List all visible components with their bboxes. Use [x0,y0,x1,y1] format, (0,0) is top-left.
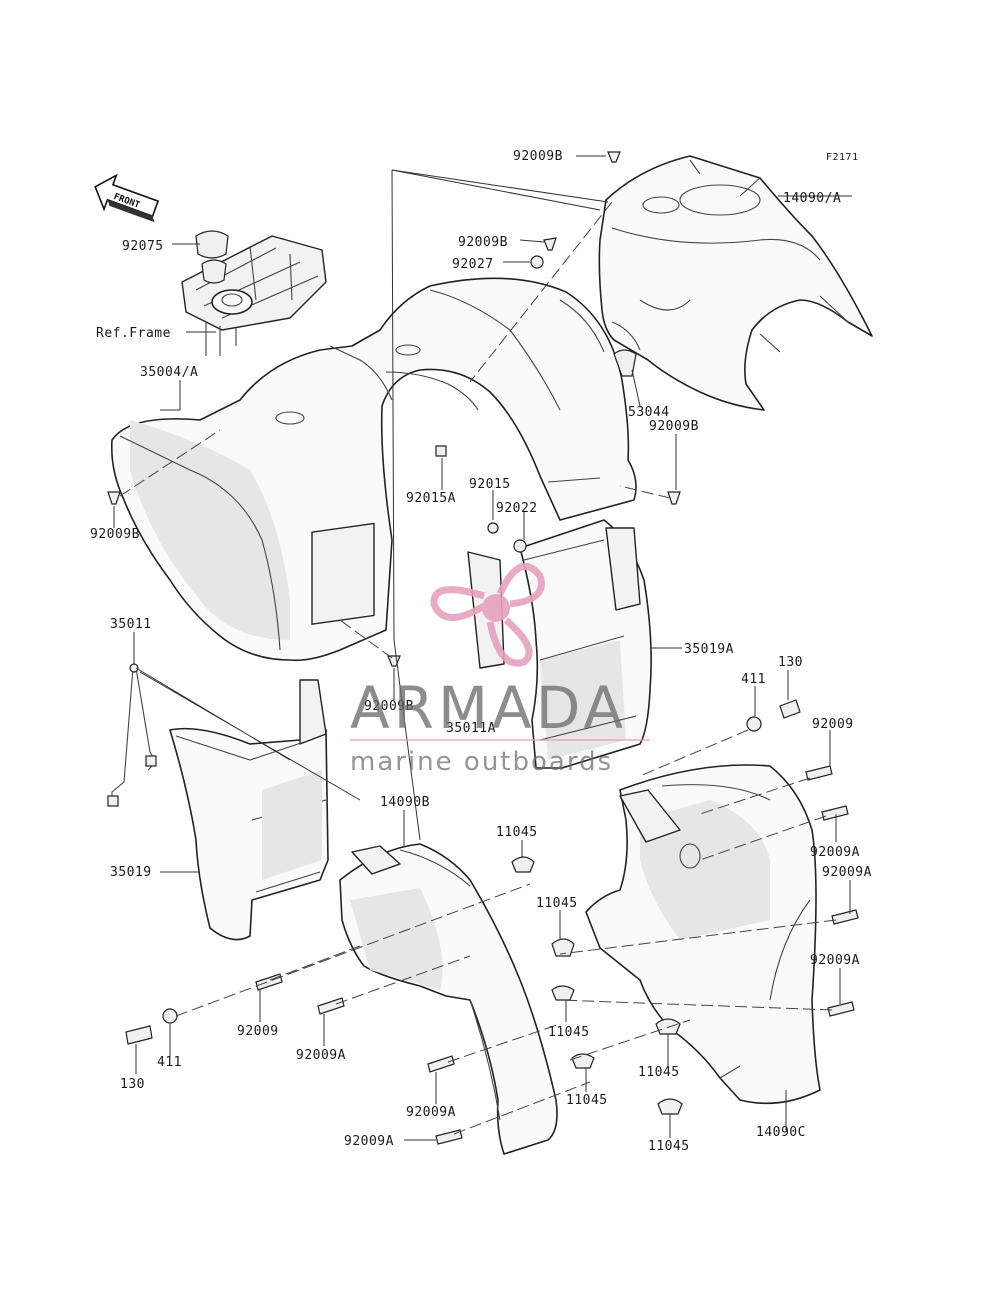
callout-92009A-l2: 92009A [406,1105,456,1120]
callout-labels: 92009B 14090/A 92075 92009B 92027 Ref.Fr… [90,149,872,1154]
callout-11045-a: 11045 [496,825,538,840]
callout-14090B: 14090B [380,795,430,810]
callout-11045-b: 11045 [536,896,578,911]
armada-watermark: ARMADA marine outboards [350,562,650,777]
callout-92022: 92022 [496,501,538,516]
callout-92015: 92015 [469,477,511,492]
callout-92027: 92027 [452,257,494,272]
callout-14090A: 14090/A [783,191,841,206]
callout-130-right: 130 [778,655,803,670]
callout-130-left: 130 [120,1077,145,1092]
right-mudguard-35019A [467,519,652,769]
callout-92009B-bottom: 92009B [364,699,414,714]
callout-92009A-l1: 92009A [296,1048,346,1063]
side-cover-14090B [339,843,558,1155]
propeller-logo [430,562,545,667]
figure-id: F2171 [826,152,859,163]
alignment-lines [119,201,837,1135]
callout-11045-d: 11045 [638,1065,680,1080]
callout-92075: 92075 [122,239,164,254]
callout-92009B-top: 92009B [513,149,563,164]
callout-35019: 35019 [110,865,152,880]
callout-35011A: 35011A [446,721,496,736]
callout-92009B-mid: 92009B [458,235,508,250]
callout-411-right: 411 [741,672,766,687]
callout-11045-e: 11045 [566,1093,608,1108]
callout-92009B-left: 92009B [90,527,140,542]
callout-92009A-l3: 92009A [344,1134,394,1149]
callout-14090C: 14090C [756,1125,806,1140]
left-mudguard-35019 [169,679,329,941]
callout-ref-frame: Ref.Frame [96,326,171,341]
watermark-brand: ARMADA [350,674,627,742]
callout-92009A-r2: 92009A [822,865,872,880]
callout-92009B-right: 92009B [649,419,699,434]
callout-35011: 35011 [110,617,152,632]
callout-92009-right: 92009 [812,717,854,732]
callout-53044: 53044 [628,405,670,420]
callout-35004A: 35004/A [140,365,198,380]
side-cover-14090C [585,764,821,1105]
callout-92009A-r1: 92009A [810,845,860,860]
callout-11045-f: 11045 [648,1139,690,1154]
callout-92009-left: 92009 [237,1024,279,1039]
callout-11045-c: 11045 [548,1025,590,1040]
watermark-tagline: marine outboards [350,747,613,777]
frame-reference-drawing [181,235,327,356]
front-direction-arrow: FRONT [94,173,160,223]
callout-35019A: 35019A [684,642,734,657]
callout-411-left: 411 [157,1055,182,1070]
callout-92009A-r3: 92009A [810,953,860,968]
leader-lines [113,155,852,1141]
callout-92015A: 92015A [406,491,456,506]
stay-bracket-35011 [107,663,157,807]
front-fender-35004A [110,277,637,662]
tank-cover-14090A [598,155,873,411]
